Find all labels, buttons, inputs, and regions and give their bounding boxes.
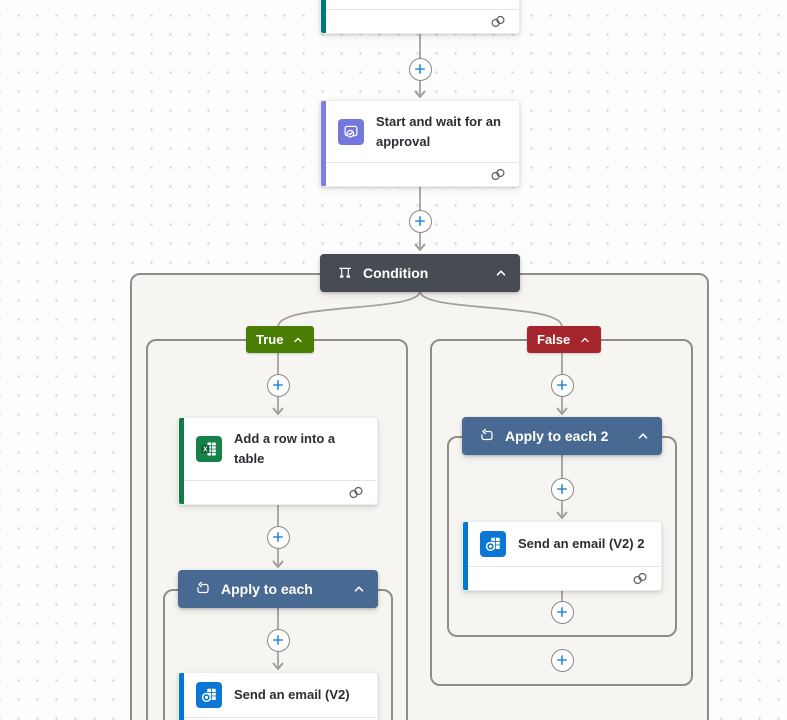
connection-icon [491, 168, 505, 181]
card-body: X Add a row into a table [179, 418, 377, 480]
apply-to-each-2-label: Apply to each 2 [505, 428, 609, 444]
card-body: Start and wait for an approval [321, 101, 519, 162]
insert-step-button[interactable] [550, 648, 574, 672]
approval-accent-bar [321, 101, 326, 186]
chevron-up-icon[interactable] [494, 266, 508, 280]
plus-icon [557, 655, 567, 665]
false-label: False [537, 332, 571, 347]
svg-text:X: X [203, 447, 208, 454]
true-branch-badge[interactable]: True [246, 326, 315, 353]
card-body: Send an email (V2) 2 [463, 522, 661, 566]
condition-header[interactable]: Condition [320, 254, 520, 292]
insert-step-button[interactable] [266, 373, 290, 397]
plus-icon [557, 484, 567, 494]
send-email-card[interactable]: Send an email (V2) [178, 672, 378, 720]
card-body [321, 0, 519, 9]
chevron-up-icon[interactable] [636, 429, 650, 443]
connection-icon [349, 486, 363, 499]
plus-icon [415, 64, 425, 74]
approvals-icon [338, 118, 364, 145]
outlook-icon [196, 682, 222, 708]
card-body: Send an email (V2) [179, 673, 377, 717]
action-title: Send an email (V2) 2 [518, 536, 645, 551]
card-divider [322, 162, 518, 163]
excel-accent-bar [179, 418, 184, 504]
excel-add-row-card[interactable]: X Add a row into a table [178, 417, 378, 505]
insert-step-button[interactable] [550, 373, 574, 397]
apply-to-each-2-header[interactable]: Apply to each 2 [462, 417, 662, 455]
insert-step-button[interactable] [266, 628, 290, 652]
insert-step-button[interactable] [408, 57, 432, 81]
loop-icon [197, 581, 209, 594]
false-branch-badge[interactable]: False [527, 326, 602, 353]
true-label: True [256, 332, 284, 347]
send-email-2-card[interactable]: Send an email (V2) 2 [462, 521, 662, 591]
previous-action-card[interactable] [320, 0, 520, 34]
insert-step-button[interactable] [550, 600, 574, 624]
card-divider [464, 566, 660, 567]
chevron-up-icon[interactable] [579, 334, 591, 346]
card-divider [322, 9, 518, 10]
approval-action-card[interactable]: Start and wait for an approval [320, 100, 520, 187]
insert-step-button[interactable] [266, 525, 290, 549]
plus-icon [557, 380, 567, 390]
chevron-up-icon[interactable] [352, 582, 366, 596]
apply-to-each-header[interactable]: Apply to each [178, 570, 378, 608]
action-title: Send an email (V2) [234, 687, 350, 702]
condition-icon [339, 267, 351, 278]
action-title: Start and wait for an approval [376, 113, 501, 149]
outlook-accent-bar [179, 673, 184, 720]
teal-accent-bar [321, 0, 326, 33]
card-divider [180, 717, 376, 718]
plus-icon [273, 380, 283, 390]
insert-step-button[interactable] [408, 209, 432, 233]
plus-icon [273, 532, 283, 542]
apply-to-each-label: Apply to each [221, 581, 313, 597]
connection-icon [633, 572, 647, 585]
plus-icon [415, 216, 425, 226]
card-footer [463, 567, 661, 590]
card-footer [321, 163, 519, 186]
chevron-up-icon[interactable] [292, 334, 304, 346]
card-footer [321, 10, 519, 33]
outlook-accent-bar [463, 522, 468, 590]
outlook-icon [480, 531, 506, 557]
plus-icon [273, 635, 283, 645]
plus-icon [557, 607, 567, 617]
connection-icon [491, 15, 505, 28]
loop-icon [481, 428, 493, 441]
action-title: Add a row into a table [234, 431, 336, 466]
card-footer [179, 481, 377, 504]
insert-step-button[interactable] [550, 477, 574, 501]
card-divider [180, 480, 376, 481]
excel-icon: X [196, 436, 222, 462]
condition-label: Condition [363, 265, 429, 281]
